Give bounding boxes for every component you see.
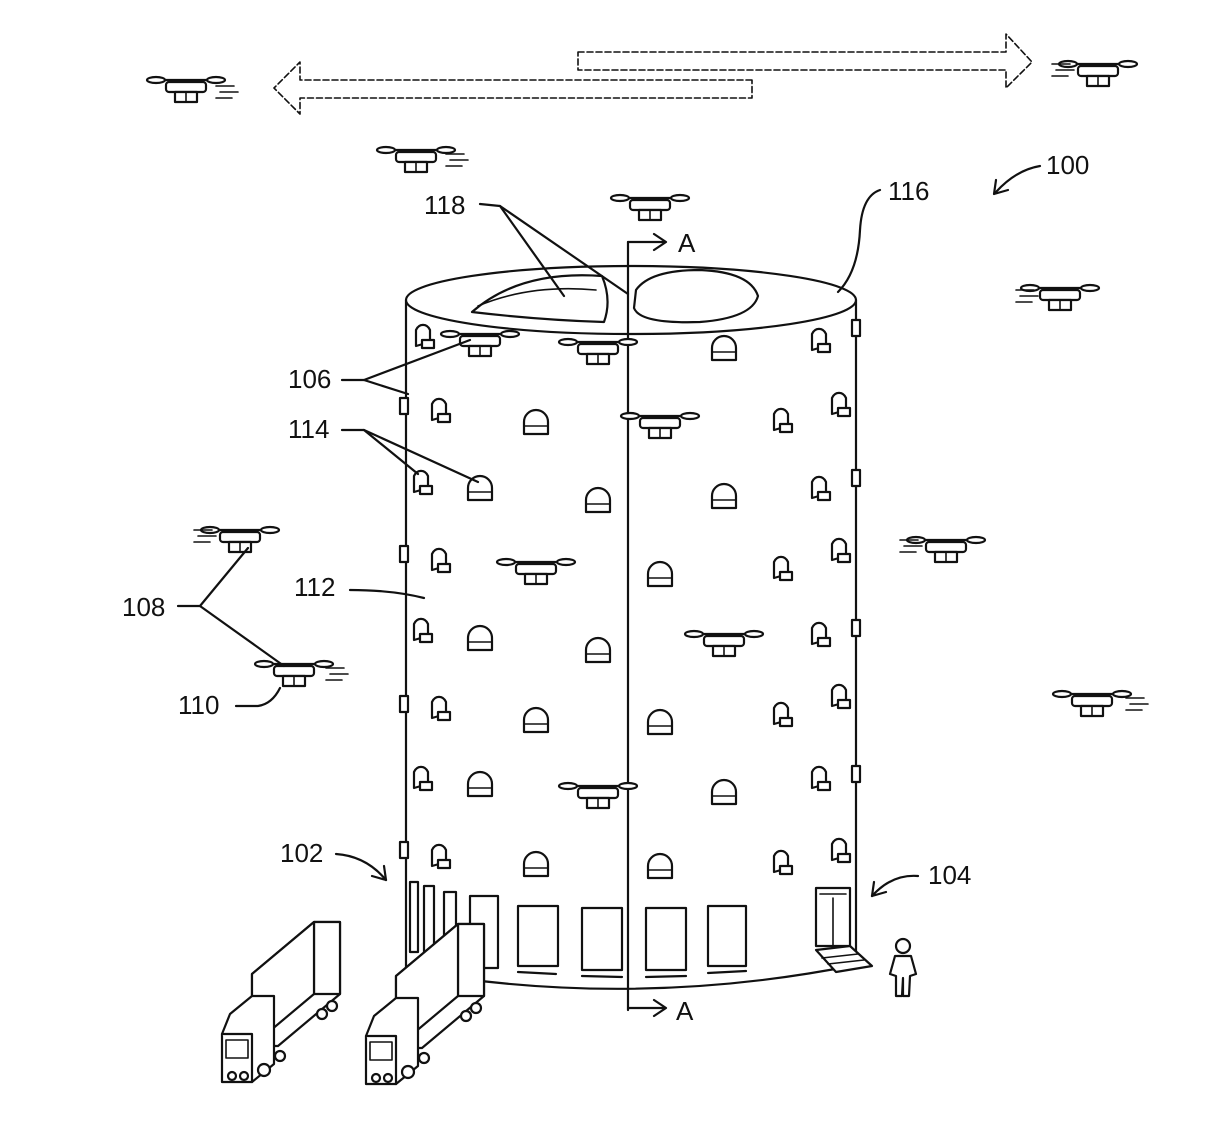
drone-uav (905, 535, 987, 564)
drone-uav (1057, 59, 1139, 88)
label-118: 118 (424, 190, 465, 220)
reference-labels: 100 116 118 106 114 112 108 110 102 104 … (122, 150, 1089, 1026)
label-116: 116 (888, 176, 929, 206)
drone-uav (1019, 283, 1101, 312)
drone-uav (609, 193, 691, 222)
section-label-bottom: A (676, 996, 694, 1026)
roof-hangar-left (470, 274, 609, 324)
drone-uav (145, 75, 239, 104)
drone-uav (375, 145, 469, 174)
fulfillment-tower (404, 232, 918, 1018)
label-100: 100 (1046, 150, 1089, 180)
roof-hangar-right (632, 268, 760, 324)
label-104: 104 (928, 860, 971, 890)
loading-doors (408, 880, 748, 979)
label-108: 108 (122, 592, 165, 622)
drone-uav (1051, 689, 1149, 718)
flight-arrow-right (577, 33, 1033, 89)
leader-lines (176, 164, 1042, 898)
truck (220, 920, 342, 1084)
label-114: 114 (288, 414, 329, 444)
drone-uav (199, 525, 281, 554)
tower-roof (404, 264, 858, 336)
person (888, 937, 918, 998)
drone-uav (253, 659, 349, 688)
flight-arrow-left (273, 61, 753, 115)
label-110: 110 (178, 690, 219, 720)
label-102: 102 (280, 838, 323, 868)
label-106: 106 (288, 364, 331, 394)
label-112: 112 (294, 572, 335, 602)
personnel-entrance (814, 886, 874, 974)
section-label-top: A (678, 228, 696, 258)
